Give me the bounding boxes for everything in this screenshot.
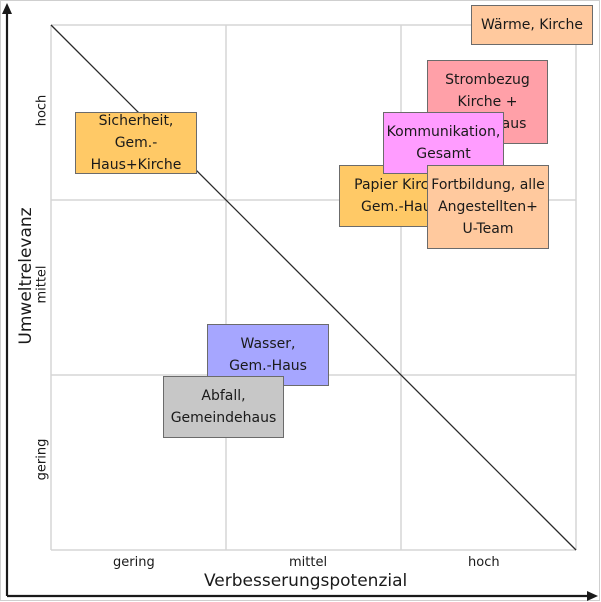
y-tick-mittel: mittel bbox=[34, 265, 50, 304]
y-axis-arrowhead bbox=[2, 3, 12, 14]
x-tick-gering: gering bbox=[113, 555, 155, 570]
box-kommunikation: Kommunikation, Gesamt bbox=[383, 112, 504, 174]
x-tick-mittel: mittel bbox=[289, 555, 328, 570]
y-tick-gering: gering bbox=[34, 438, 50, 481]
y-axis-title: Umweltrelevanz bbox=[16, 207, 36, 345]
x-axis-title: Verbesserungspotenzial bbox=[204, 571, 408, 591]
box-waerme-kirche: Wärme, Kirche bbox=[471, 5, 593, 45]
axes bbox=[5, 12, 590, 598]
x-axis-arrowhead bbox=[587, 591, 598, 601]
box-fortbildung: Fortbildung, alle Angestellten+ U-Team bbox=[427, 165, 549, 249]
y-tick-hoch: hoch bbox=[34, 94, 50, 127]
x-tick-hoch: hoch bbox=[468, 555, 500, 570]
box-sicherheit: Sicherheit, Gem.-Haus+Kirche bbox=[75, 112, 197, 174]
box-abfall: Abfall, Gemeindehaus bbox=[163, 376, 284, 438]
